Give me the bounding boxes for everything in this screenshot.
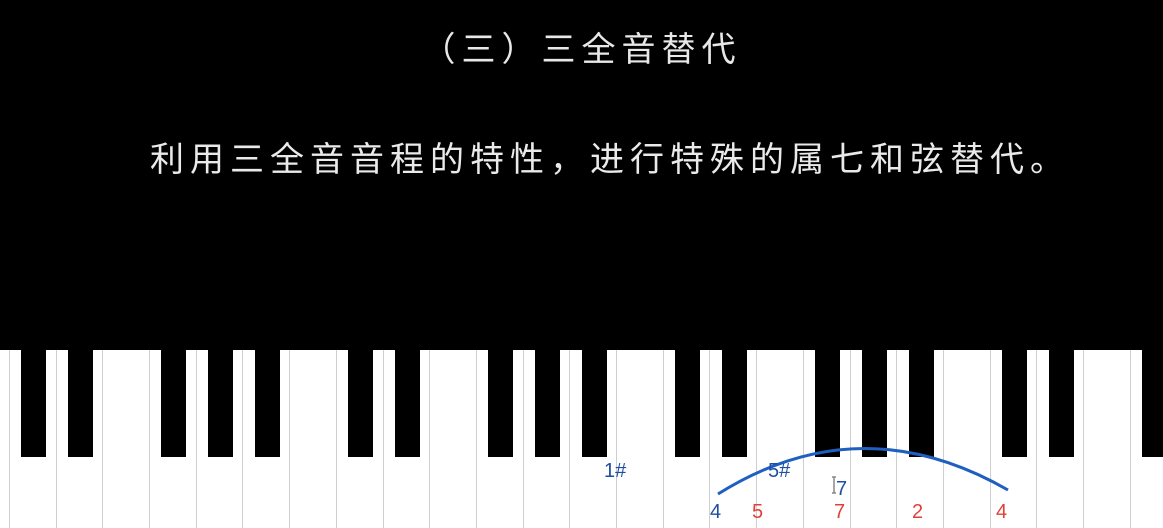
black-key[interactable] [675, 350, 701, 457]
white-key[interactable] [617, 350, 664, 528]
black-key[interactable] [535, 350, 561, 457]
white-key[interactable] [757, 350, 804, 528]
black-key[interactable] [488, 350, 514, 457]
black-key[interactable] [254, 350, 280, 457]
note-label-7: 7 [834, 501, 846, 523]
white-key[interactable] [0, 350, 10, 528]
black-key[interactable] [394, 350, 420, 457]
black-key[interactable] [208, 350, 234, 457]
black-key[interactable] [21, 350, 47, 457]
page-subtitle: 利用三全音音程的特性，进行特殊的属七和弦替代。 [150, 140, 1070, 180]
white-key[interactable] [944, 350, 991, 528]
black-key[interactable] [581, 350, 607, 457]
note-label-1-sharp: 1# [604, 460, 627, 482]
piano-keyboard[interactable] [0, 350, 1163, 528]
black-key[interactable] [721, 350, 747, 457]
page-title: （三）三全音替代 [421, 30, 742, 70]
black-key[interactable] [1142, 350, 1163, 457]
note-label-7-blue: 7 [836, 478, 848, 500]
white-key[interactable] [290, 350, 337, 528]
black-key[interactable] [861, 350, 887, 457]
note-label-5: 5 [752, 501, 764, 523]
black-key[interactable] [68, 350, 94, 457]
note-label-4-right: 4 [996, 501, 1008, 523]
black-key[interactable] [908, 350, 934, 457]
note-label-5-sharp: 5# [768, 460, 791, 482]
white-key[interactable] [1084, 350, 1131, 528]
black-key[interactable] [1002, 350, 1028, 457]
note-label-2: 2 [912, 501, 924, 523]
black-key[interactable] [815, 350, 841, 457]
text-cursor-icon [832, 476, 836, 494]
black-key[interactable] [161, 350, 187, 457]
note-label-4-left: 4 [710, 501, 722, 523]
white-key[interactable] [430, 350, 477, 528]
black-key[interactable] [348, 350, 374, 457]
black-key[interactable] [1048, 350, 1074, 457]
white-key[interactable] [103, 350, 151, 528]
